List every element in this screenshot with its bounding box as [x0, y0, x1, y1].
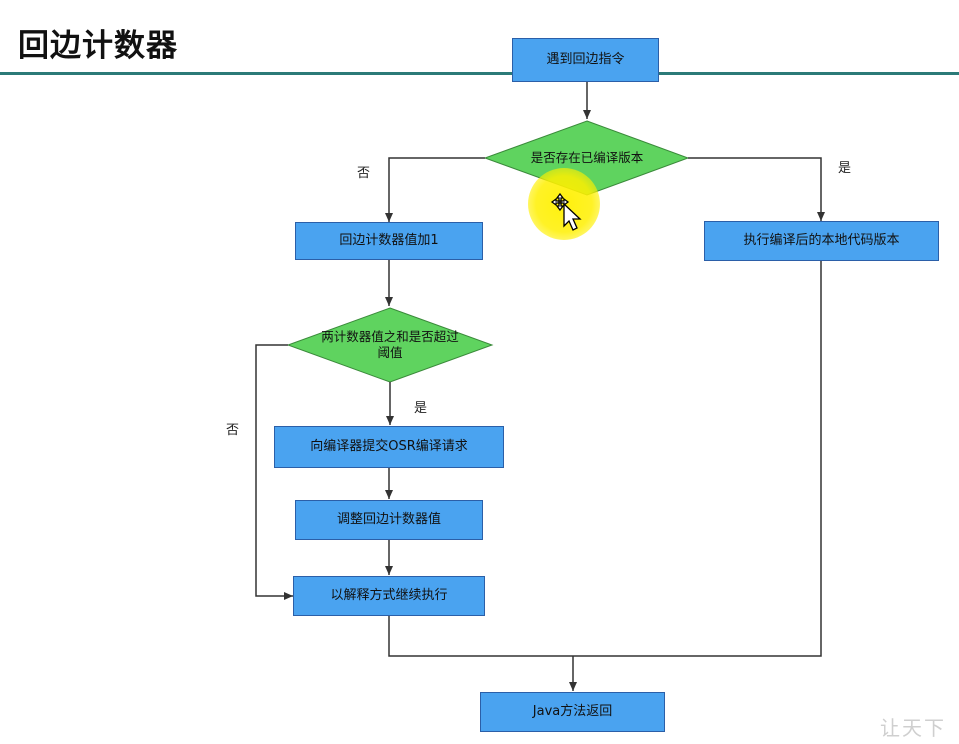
edge-interpret-to-merge — [388, 616, 573, 657]
watermark: 让天下 — [880, 716, 946, 740]
decision-compiled-label: 是否存在已编译版本 — [530, 149, 644, 165]
edge-label-no-threshold: 否 — [226, 423, 240, 438]
decision-threshold-label: 两计数器值之和是否超过阈值 — [321, 328, 459, 360]
move-cursor-icon — [550, 192, 586, 240]
node-submit-osr: 向编译器提交OSR编译请求 — [274, 426, 504, 468]
edge-label-yes-compiled: 是 — [838, 161, 852, 176]
edge-decision-no — [385, 157, 485, 222]
page-title: 回边计数器 — [18, 28, 178, 64]
title-divider — [0, 72, 959, 75]
edge-native-to-merge — [573, 261, 822, 657]
edge-decision-yes — [688, 157, 825, 221]
edge-label-yes-threshold: 是 — [414, 401, 428, 416]
node-return: Java方法返回 — [480, 692, 665, 732]
edge-threshold-no — [255, 344, 293, 600]
edge-label-no-compiled: 否 — [357, 166, 371, 181]
node-increment: 回边计数器值加1 — [295, 222, 483, 260]
node-interpret: 以解释方式继续执行 — [293, 576, 485, 616]
node-adjust: 调整回边计数器值 — [295, 500, 483, 540]
node-exec-native: 执行编译后的本地代码版本 — [704, 221, 939, 261]
node-start: 遇到回边指令 — [512, 38, 659, 82]
